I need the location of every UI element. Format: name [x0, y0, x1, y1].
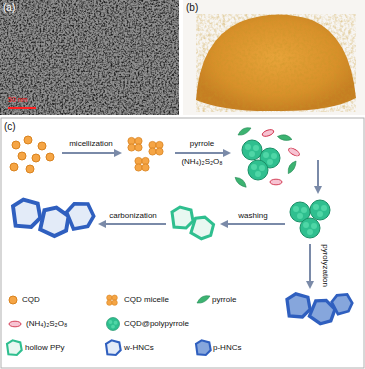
step-label: (NH₄)₂S₂O₈ — [181, 157, 222, 166]
panel-label: (c) — [4, 121, 16, 133]
panel-label: (a) — [3, 2, 15, 14]
process-arrow — [100, 223, 166, 225]
powder-photo — [183, 0, 365, 115]
panel-label: (b) — [186, 2, 198, 14]
legend-text: w-HNCs — [124, 343, 154, 352]
w-hncs-group — [13, 200, 96, 239]
process-arrow — [222, 223, 285, 225]
step-label: washing — [238, 211, 267, 220]
legend-text: CQD micelle — [124, 295, 169, 304]
step-label: carbonization — [109, 211, 157, 220]
legend-text: (NH₄)₂S₂O₈ — [26, 319, 67, 328]
process-arrow — [175, 152, 229, 154]
polymerization-group — [235, 128, 301, 190]
process-arrow — [317, 160, 319, 192]
panel-label: 50 nm — [8, 96, 27, 104]
panel-frame — [1, 118, 364, 368]
legend-text: hollow PPy — [25, 343, 65, 352]
cqd-ppy-group — [290, 200, 330, 238]
sem-image — [0, 0, 179, 115]
process-arrow — [309, 244, 311, 287]
step-label: pyrrole — [190, 139, 214, 148]
cqd-group — [10, 136, 54, 173]
micelle-group — [128, 137, 163, 171]
legend-text: CQD@polypyrrole — [124, 319, 189, 328]
p-hncs-group — [287, 291, 354, 327]
legend-text: pyrrole — [212, 295, 236, 304]
legend-icons — [7, 295, 211, 355]
legend-text: CQD — [22, 295, 40, 304]
process-arrow — [62, 152, 120, 154]
scale-bar — [8, 107, 36, 109]
step-label: pyrolyzation — [320, 245, 329, 288]
hollow-ppy-group — [172, 207, 217, 242]
legend-text: p-HNCs — [213, 343, 241, 352]
step-label: micellization — [69, 139, 113, 148]
